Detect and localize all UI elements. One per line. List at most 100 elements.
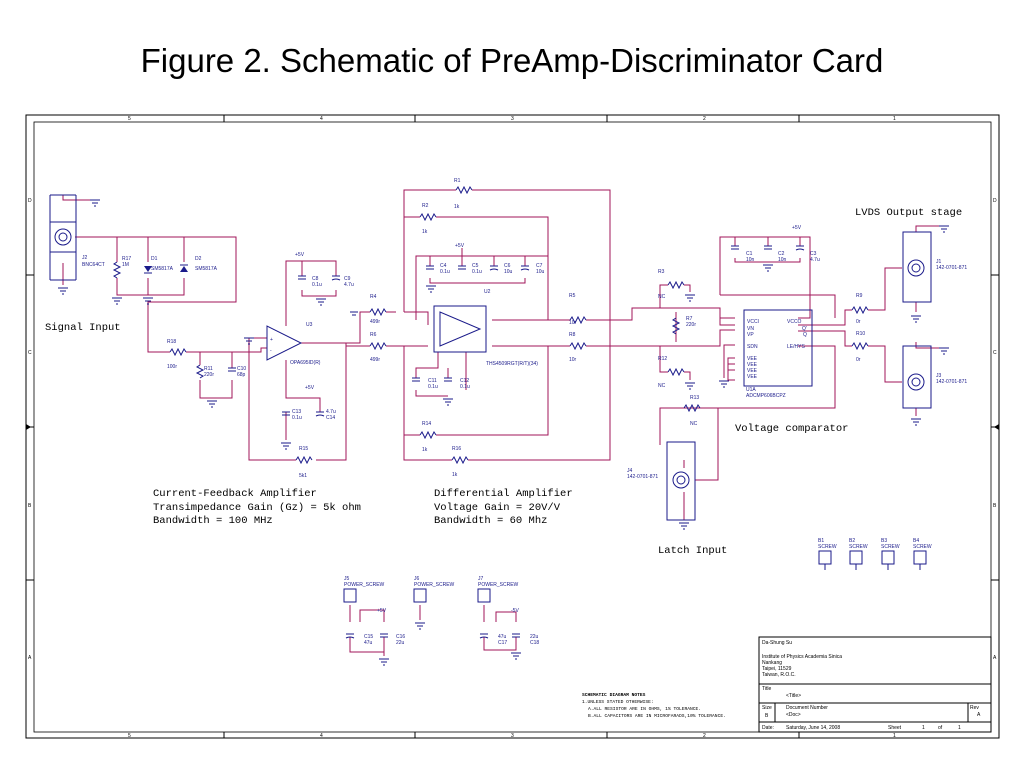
date-value: Saturday, June 14, 2008 — [786, 725, 840, 731]
c1: C1 10n — [731, 245, 755, 263]
zone-bottom-2: 2 — [703, 733, 706, 739]
sheet-frame — [25, 114, 1000, 739]
d2-value: SM5817A — [195, 266, 218, 272]
title-block: Da-Shung Su Institute of Physics Academi… — [758, 636, 992, 733]
svg-text:C13: C13 — [292, 409, 301, 415]
d1-symbol — [144, 266, 152, 272]
svg-text:22u: 22u — [396, 640, 405, 646]
r5-ref: R5 — [569, 293, 576, 299]
svg-text:C17: C17 — [498, 640, 507, 646]
svg-text:SCHEMATIC DIAGRAM NOTES: SCHEMATIC DIAGRAM NOTES — [582, 692, 646, 698]
date-label: Date: — [762, 725, 774, 731]
r2-value: 1k — [422, 229, 428, 235]
zone-top-1: 1 — [893, 116, 896, 122]
svg-text:C11: C11 — [428, 378, 437, 384]
svg-text:10n: 10n — [746, 257, 755, 263]
zone-top-4: 4 — [320, 116, 323, 122]
svg-text:C10: C10 — [237, 366, 246, 372]
svg-text:VN: VN — [747, 326, 754, 332]
u3-ref: U3 — [306, 322, 313, 328]
of-value: 1 — [958, 725, 961, 731]
lvds-output-label: LVDS Output stage — [855, 207, 962, 219]
r3-value: NC — [658, 294, 666, 300]
svg-text:SCREW: SCREW — [913, 544, 932, 550]
r18-value: 100r — [167, 364, 177, 370]
size-label: Size — [762, 705, 772, 711]
svg-text:SDN: SDN — [747, 344, 758, 350]
svg-text:1.UNLESS STATED OTHERWISE:: 1.UNLESS STATED OTHERWISE: — [582, 699, 654, 705]
r12-ref: R12 — [658, 356, 667, 362]
r4-value: 499r — [370, 319, 380, 325]
doc-value: <Doc> — [786, 712, 801, 718]
svg-text:C3: C3 — [810, 251, 817, 257]
svg-text:B1: B1 — [818, 538, 824, 544]
r16-symbol — [451, 455, 469, 465]
svg-text:+5V: +5V — [305, 385, 315, 391]
r9-value: 0r — [856, 319, 861, 325]
of-label: of — [938, 725, 943, 731]
svg-text:B4: B4 — [913, 538, 919, 544]
r14-ref: R14 — [422, 421, 431, 427]
c7: C7 10u — [520, 263, 545, 275]
r15-value: 5k1 — [299, 473, 307, 479]
r1-value: 1k — [454, 204, 460, 210]
wires — [62, 189, 944, 656]
r10-symbol — [851, 341, 869, 351]
r12-symbol — [667, 367, 685, 377]
r13-value: NC — [690, 421, 698, 427]
zone-top-5: 5 — [128, 116, 131, 122]
r6-ref: R6 — [370, 332, 377, 338]
svg-text:C7: C7 — [536, 263, 543, 269]
svg-text:-: - — [270, 348, 272, 354]
zone-left-a: A — [28, 655, 32, 661]
c17: C17 47u — [479, 633, 507, 646]
r13-ref: R13 — [690, 395, 699, 401]
org-line-2: Institute of Physics Academia Sinica — [762, 654, 842, 660]
svg-text:SCREW: SCREW — [818, 544, 837, 550]
j3-value: 142-0701-871 — [936, 379, 967, 385]
c12: C12 0.1u — [444, 377, 470, 390]
size-value: B — [765, 713, 769, 719]
diff-title: Differential Amplifier — [434, 488, 573, 500]
c10: C10 68p — [228, 366, 246, 378]
svg-text:C15: C15 — [364, 634, 373, 640]
r9-ref: R9 — [856, 293, 863, 299]
svg-text:+: + — [270, 337, 273, 343]
u2-ref: U2 — [484, 289, 491, 295]
org-line-5: Taiwan, R.O.C. — [762, 672, 796, 678]
r14-symbol — [419, 430, 437, 440]
cfa-title: Current-Feedback Amplifier — [153, 488, 317, 500]
zone-right-a: A — [993, 655, 997, 661]
svg-text:4.7u: 4.7u — [344, 282, 354, 288]
d1-value: SM5817A — [151, 266, 174, 272]
svg-text:47u: 47u — [498, 634, 507, 640]
r17-value: 1M — [122, 262, 129, 268]
connector-j1: J1 142-0701-871 — [902, 231, 967, 303]
u2-value: THS4509RGT(R/T)(34) — [486, 361, 538, 367]
r8-ref: R8 — [569, 332, 576, 338]
power-labels: +5V +5V +5V +5V +5V -5V — [295, 225, 802, 614]
svg-text:C18: C18 — [530, 640, 539, 646]
zone-top-2: 2 — [703, 116, 706, 122]
r4-symbol — [369, 307, 387, 317]
signal-input-label: Signal Input — [45, 322, 121, 334]
diff-gain: Voltage Gain = 20V/V — [434, 502, 561, 514]
svg-text:VEE: VEE — [747, 368, 758, 374]
c6: C6 10u — [489, 263, 513, 275]
c13: C13 0.1u — [282, 409, 302, 421]
c2: C2 10n — [764, 245, 787, 263]
diff-amp-description: Differential Amplifier Voltage Gain = 20… — [434, 488, 573, 527]
svg-text:VCCO: VCCO — [787, 319, 802, 325]
svg-text:+5V: +5V — [792, 225, 802, 231]
r2-symbol — [419, 212, 437, 222]
svg-text:+5V: +5V — [455, 243, 465, 249]
r11-ref: R11 — [204, 366, 213, 372]
zone-left-c: C — [28, 350, 32, 356]
svg-text:C1: C1 — [746, 251, 753, 257]
r7-ref: R7 — [686, 316, 693, 322]
r15-ref: R15 — [299, 446, 308, 452]
zone-bottom-3: 3 — [511, 733, 514, 739]
svg-text:VCCI: VCCI — [747, 319, 759, 325]
u1-comparator: VCCI VN VP SDN VEE VEE VEE VEE VCCO Q' Q… — [743, 309, 813, 399]
diodes: D1 SM5817A D2 SM5817A — [144, 256, 218, 274]
